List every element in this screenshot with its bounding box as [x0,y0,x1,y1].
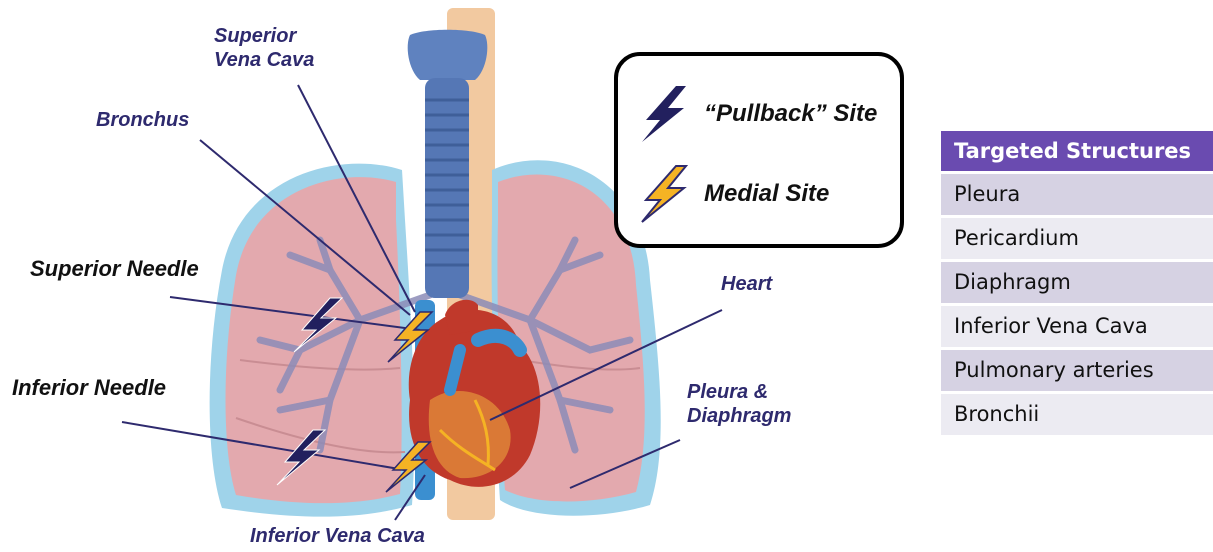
table-row: Diaphragm [941,262,1213,303]
targeted-structures-table: Targeted Structures Pleura Pericardium D… [941,131,1213,438]
table-row: Pulmonary arteries [941,350,1213,391]
label-pleura-line2: Diaphragm [687,404,791,428]
label-superior-vena-cava: Superior Vena Cava [214,24,314,72]
left-lung [210,164,415,517]
table-header: Targeted Structures [941,131,1213,171]
legend-box: “Pullback” Site Medial Site [614,52,904,248]
table-row: Pericardium [941,218,1213,259]
legend-label-medial: Medial Site [704,180,829,208]
pullback-bolt-icon [638,84,690,144]
label-pleura-line1: Pleura & [687,380,791,404]
table-row: Bronchii [941,394,1213,435]
label-inferior-vena-cava: Inferior Vena Cava [250,524,425,548]
table-row: Inferior Vena Cava [941,306,1213,347]
label-inferior-needle: Inferior Needle [12,376,166,400]
legend-label-pullback: “Pullback” Site [704,100,877,128]
legend-item-medial: Medial Site [638,164,829,224]
label-superior-vena-cava-line2: Vena Cava [214,48,314,72]
label-heart: Heart [721,272,772,296]
label-superior-needle: Superior Needle [30,257,199,281]
label-bronchus: Bronchus [96,108,189,132]
table-row: Pleura [941,174,1213,215]
label-superior-vena-cava-line1: Superior [214,24,314,48]
label-pleura-diaphragm: Pleura & Diaphragm [687,380,791,428]
legend-item-pullback: “Pullback” Site [638,84,877,144]
medial-bolt-icon [638,164,690,224]
